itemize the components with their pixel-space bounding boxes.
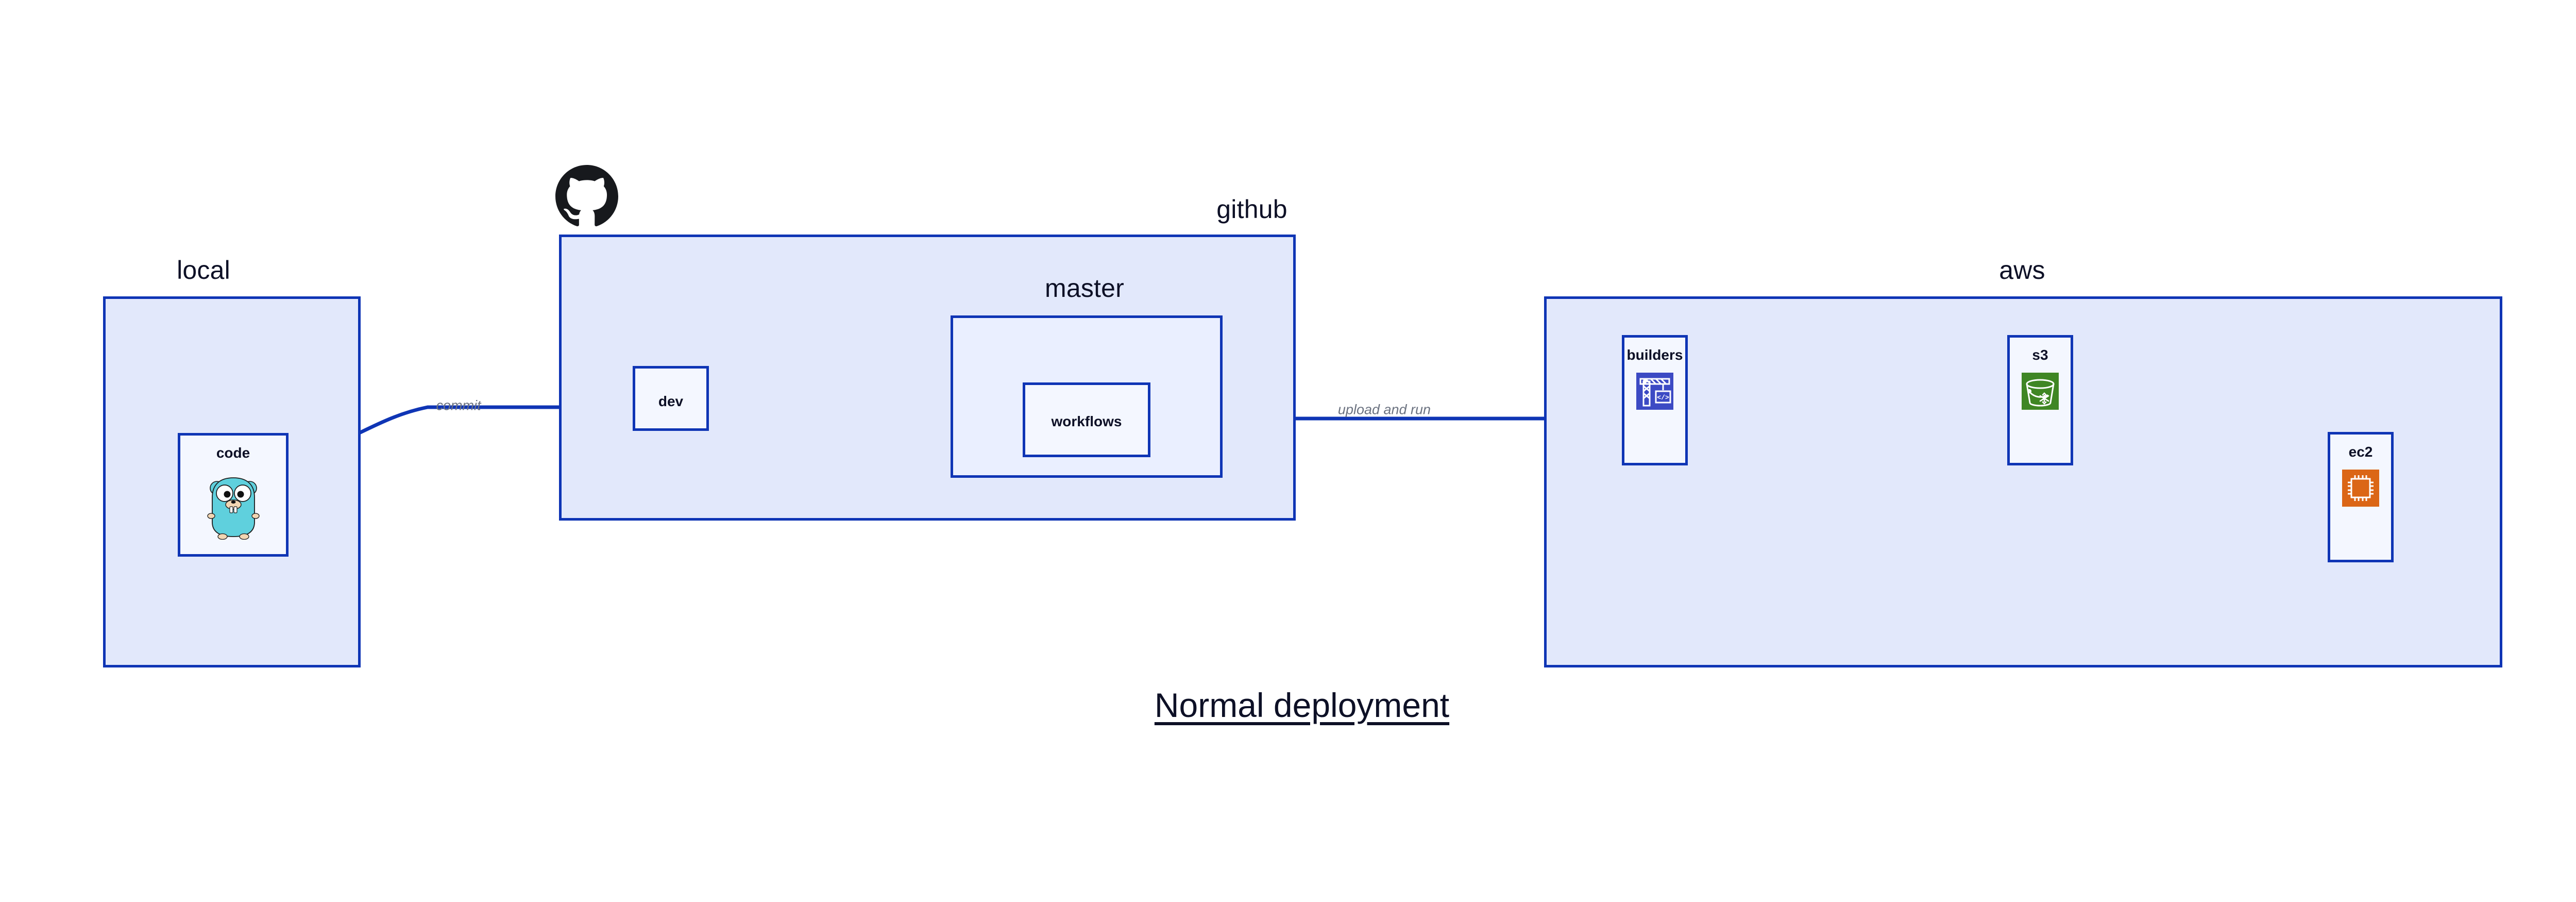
node-label-s3: s3: [2032, 347, 2048, 363]
node-ec2[interactable]: ec2: [2328, 432, 2394, 562]
node-label-code: code: [216, 445, 250, 461]
node-s3[interactable]: s3: [2007, 335, 2073, 465]
node-label-builders: builders: [1626, 347, 1683, 363]
node-workflows[interactable]: workflows: [1023, 382, 1150, 457]
node-label-dev: dev: [658, 393, 684, 409]
edge-label-upload-and-run: upload and run: [1337, 402, 1431, 417]
node-label-workflows: workflows: [1051, 413, 1122, 429]
node-label-ec2: ec2: [2348, 444, 2373, 460]
node-builders[interactable]: builders </>: [1622, 335, 1688, 465]
aws-builders-crane-icon: </>: [1636, 373, 1673, 410]
svg-text:</>: </>: [1657, 394, 1669, 402]
edge-label-commit: commit: [436, 397, 481, 413]
node-code[interactable]: code: [178, 433, 289, 557]
github-octocat-icon: [555, 165, 618, 228]
aws-ec2-chip-icon: [2342, 470, 2379, 507]
group-label-local: local: [177, 256, 230, 285]
aws-s3-bucket-icon: [2022, 373, 2059, 410]
group-label-github: github: [1216, 195, 1287, 224]
diagram-title: Normal deployment: [1154, 686, 1450, 724]
group-label-master: master: [1044, 274, 1125, 303]
group-label-aws: aws: [1999, 256, 2045, 285]
go-gopher-icon: [205, 473, 262, 540]
node-dev[interactable]: dev: [633, 366, 709, 431]
